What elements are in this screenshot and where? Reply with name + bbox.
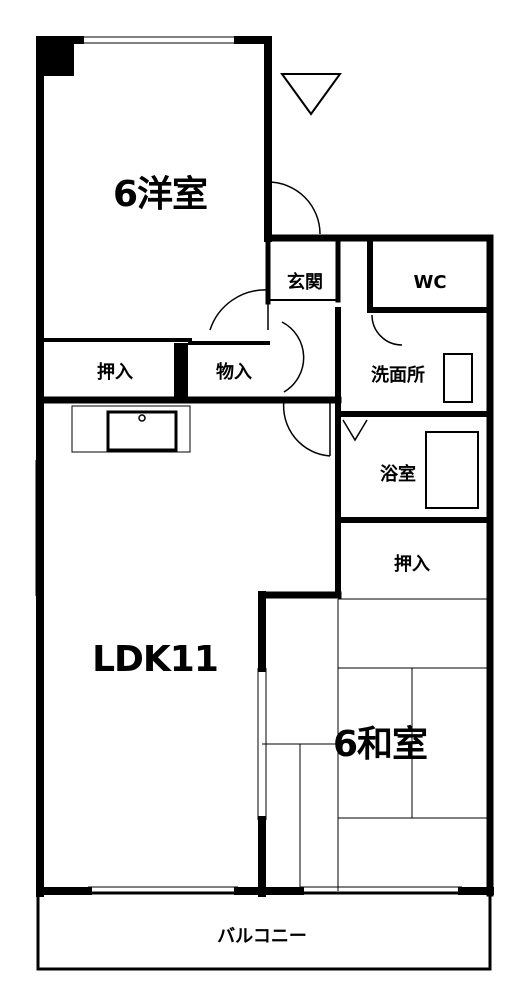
bathroom-label: 浴室 [380, 464, 416, 485]
windows [35, 36, 462, 895]
kitchen-sink-icon [71, 405, 191, 453]
wash-basin-icon [443, 353, 473, 403]
north-arrow-icon [280, 73, 342, 116]
walls [36, 36, 494, 897]
entrance-label: 玄関 [287, 272, 323, 293]
japanese-room-label: 6和室 [332, 724, 428, 765]
tatami-lines [262, 598, 490, 891]
doors [209, 181, 403, 457]
closet-right-label: 押入 [394, 554, 430, 575]
balcony-label: バルコニー [217, 926, 307, 947]
storage-label: 物入 [216, 362, 252, 383]
bathtub-icon [425, 431, 479, 509]
western-room-label: 6洋室 [112, 174, 208, 215]
column [40, 40, 74, 76]
toilet-label: WC [413, 272, 447, 293]
washroom-label: 洗面所 [371, 365, 425, 386]
ldk-label: LDK11 [92, 639, 219, 680]
closet-left-label: 押入 [97, 362, 133, 383]
